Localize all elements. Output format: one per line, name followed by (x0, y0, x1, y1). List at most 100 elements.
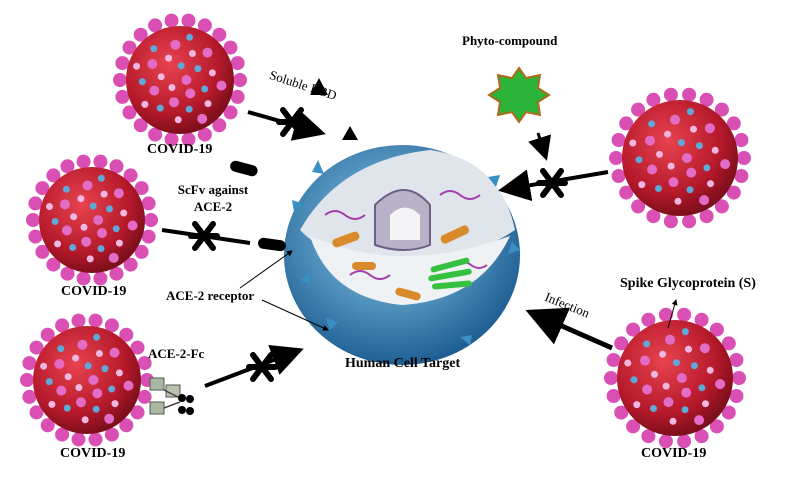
virus-surface-protein (72, 354, 80, 362)
virus-surface-protein (95, 350, 103, 357)
spike-glycoprotein-label: Spike Glycoprotein (S) (620, 276, 756, 291)
virus-surface-protein (667, 162, 675, 170)
virus-surface-protein (690, 125, 697, 133)
virus-spike (122, 40, 137, 55)
virus-surface-protein (194, 65, 202, 73)
virus-surface-protein (165, 54, 173, 62)
virus-surface-protein (69, 244, 77, 251)
virus-surface-protein (112, 225, 120, 233)
virus-spike (631, 102, 646, 117)
virus-surface-protein (706, 366, 714, 374)
virus-surface-protein (97, 174, 105, 182)
virus-spike (35, 244, 50, 259)
virus-surface-protein (185, 105, 193, 113)
virus-spike (611, 133, 626, 147)
virus-surface-protein (81, 236, 92, 247)
virus-surface-protein (93, 333, 101, 341)
virus-spike (119, 418, 134, 433)
virus-spike (115, 56, 130, 71)
virus-surface-protein (141, 100, 149, 108)
virus-surface-protein (149, 85, 160, 96)
virus-spike (123, 257, 138, 272)
virus-spike (71, 313, 86, 328)
virus-surface-protein (86, 255, 94, 263)
virus-spike (40, 327, 55, 342)
virus-spike (729, 389, 744, 403)
virus-surface-protein (711, 146, 719, 154)
virus-spike (133, 27, 148, 42)
virus-surface-protein (168, 84, 176, 91)
virus-surface-protein (665, 334, 675, 345)
virus-spike (88, 313, 103, 328)
virus-spike (93, 154, 108, 169)
virus-spike (230, 89, 245, 104)
virus-spike (677, 307, 692, 322)
virus-surface-protein (97, 228, 107, 239)
virus-surface-protein (123, 380, 134, 391)
virus-spike (141, 229, 156, 244)
virus-surface-protein (188, 50, 196, 57)
virus-surface-protein (694, 415, 705, 426)
virus-spike (181, 132, 196, 147)
virus-surface-protein (208, 69, 216, 77)
virus-surface-protein (624, 359, 632, 367)
virus-top-right (609, 87, 751, 229)
virus-surface-protein (157, 73, 165, 81)
virus-spike (212, 27, 227, 42)
virus-surface-protein (202, 47, 213, 58)
virus-surface-protein (648, 120, 656, 128)
virus-surface-protein (62, 185, 70, 193)
virus-surface-protein (633, 401, 641, 409)
virus-top-left (113, 13, 247, 147)
virus-surface-protein (686, 167, 697, 178)
virus-spike (658, 434, 673, 449)
virus-surface-protein (681, 406, 689, 414)
virus-surface-protein (664, 130, 672, 138)
virus-surface-protein (54, 240, 62, 248)
virus-surface-protein (720, 159, 731, 170)
virus-spike (35, 181, 50, 196)
virus-spike (732, 371, 746, 385)
block-mark-top-left (276, 107, 308, 137)
virus-spike (137, 356, 152, 371)
virus-surface-protein (715, 379, 726, 390)
virus-surface-protein (681, 328, 689, 336)
virus-surface-protein (702, 400, 709, 408)
virus-spike (164, 132, 179, 147)
covid-label-bottom-left: COVID-19 (60, 446, 126, 461)
virus-spike (709, 322, 724, 337)
virus-spike (619, 116, 634, 131)
virus-surface-protein (97, 245, 105, 253)
human-cell (284, 145, 520, 365)
virus-surface-protein (643, 340, 651, 348)
virus-spike (76, 154, 91, 169)
virus-surface-protein (681, 153, 692, 163)
virus-spike (726, 116, 741, 131)
virus-spike (606, 389, 621, 403)
virus-spike (109, 266, 124, 281)
scfv-label-line1: ScFv against (177, 182, 249, 197)
virus-spike (663, 87, 678, 102)
virus-surface-protein (100, 190, 108, 198)
virus-surface-protein (707, 180, 714, 188)
virus-surface-protein (76, 397, 86, 408)
virus-spike (721, 405, 736, 420)
virus-surface-protein (686, 108, 694, 116)
virus-surface-protein (77, 195, 85, 203)
virus-spike (76, 271, 91, 286)
virus-surface-protein (92, 388, 103, 399)
virus-surface-protein (147, 59, 158, 69)
virus-spike (109, 159, 124, 174)
virus-spike (709, 419, 724, 434)
virus-surface-protein (670, 114, 680, 125)
virus-spike (646, 209, 661, 224)
virus-spike (663, 214, 678, 229)
virus-spike (197, 18, 212, 33)
virus-spike (604, 371, 618, 385)
virus-surface-protein (635, 156, 643, 164)
virus-surface-protein (84, 362, 92, 370)
virus-spike (646, 92, 661, 107)
virus-spike (626, 322, 641, 337)
